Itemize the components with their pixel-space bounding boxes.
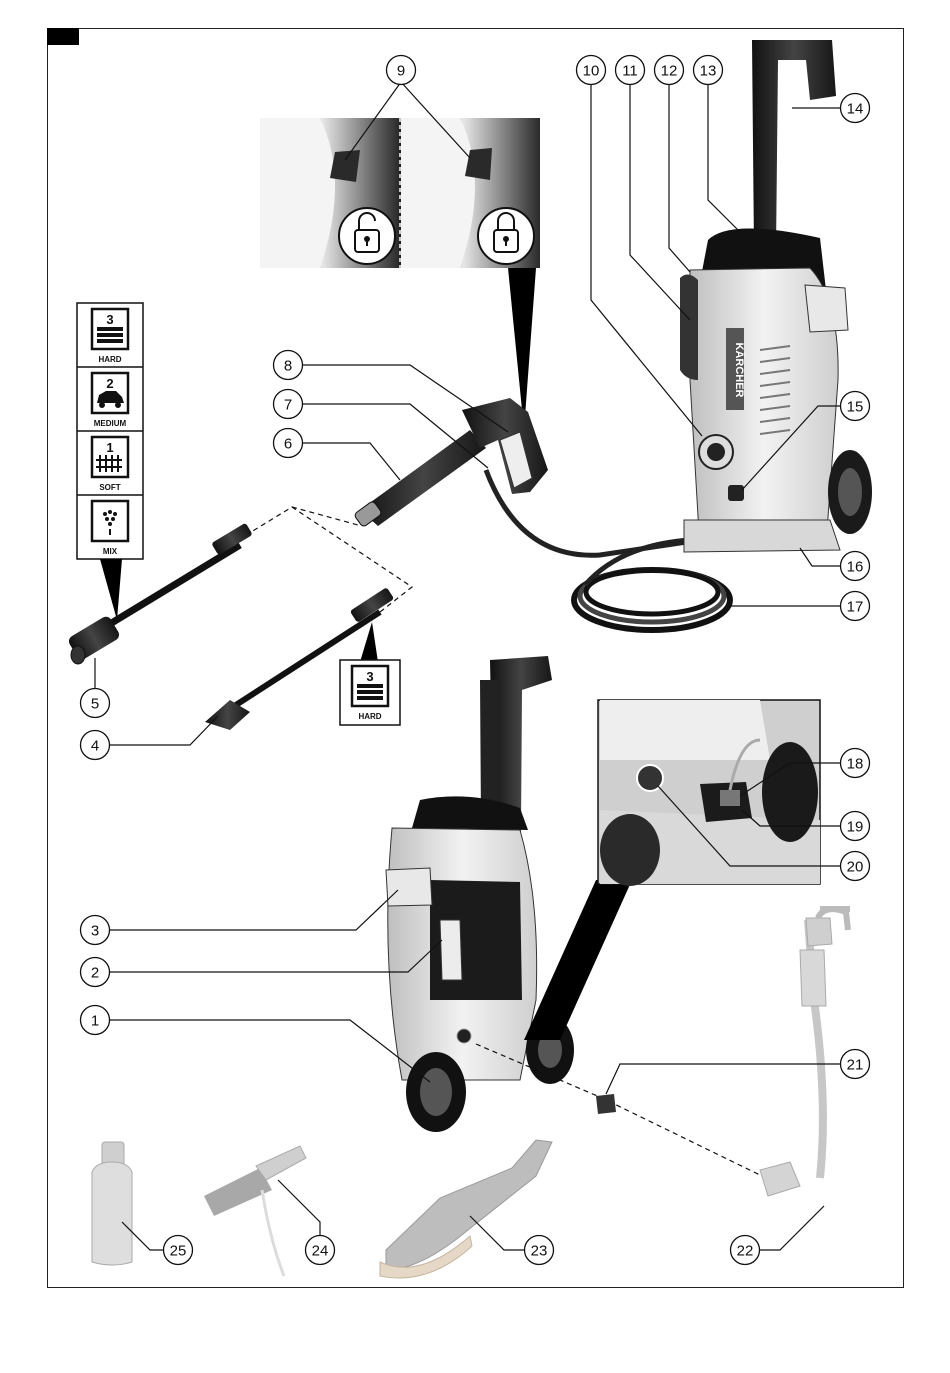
callout-18: 18 [841,749,870,778]
callout-8: 8 [274,351,303,380]
svg-text:2: 2 [91,965,99,982]
svg-text:15: 15 [847,399,864,416]
svg-text:19: 19 [847,819,864,836]
callout-11: 11 [616,56,645,85]
svg-text:9: 9 [397,63,405,80]
mode-label-mix: MIX [103,547,118,556]
callout-14: 14 [841,94,870,123]
callout-10: 10 [577,56,606,85]
svg-text:3: 3 [91,923,99,940]
callout-23: 23 [525,1236,554,1265]
callout-24: 24 [306,1236,335,1265]
callout-16: 16 [841,552,870,581]
callout-25: 25 [164,1236,193,1265]
svg-text:8: 8 [284,358,292,375]
svg-text:22: 22 [737,1243,754,1260]
spray-gun [354,398,700,555]
callout-15: 15 [841,392,870,421]
water-inlet-detail [598,700,820,886]
svg-text:20: 20 [847,859,864,876]
mode-level-soft: 1 [106,440,113,455]
svg-text:16: 16 [847,559,864,576]
power-switch [699,435,733,469]
callout-21: 21 [841,1050,870,1079]
badge-label: HARD [358,712,381,721]
high-pressure-outlet [728,485,744,501]
svg-text:23: 23 [531,1243,548,1260]
svg-text:1: 1 [91,1013,99,1030]
svg-text:21: 21 [847,1057,864,1074]
mode-label-hard: HARD [98,355,121,364]
nozzle-mode-legend: 3 2 1 HARD MEDIUM SOFT MIX [77,303,143,620]
callout-4: 4 [81,731,110,760]
callout-12: 12 [655,56,684,85]
callout-5: 5 [81,689,110,718]
mode-level-hard: 3 [106,312,113,327]
callout-7: 7 [274,390,303,419]
svg-text:6: 6 [284,436,292,453]
callout-9: 9 [387,56,416,85]
callout-6: 6 [274,429,303,458]
callout-3: 3 [81,916,110,945]
mode-label-soft: SOFT [99,483,120,492]
svg-text:18: 18 [847,756,864,773]
svg-text:25: 25 [170,1243,187,1260]
lock-detail-panels [260,118,540,430]
brick-wall-icon [357,684,383,700]
svg-text:24: 24 [312,1243,329,1260]
svg-text:13: 13 [700,63,717,80]
callout-22: 22 [731,1236,760,1265]
svg-text:17: 17 [847,599,864,616]
svg-text:5: 5 [91,696,99,713]
callout-19: 19 [841,812,870,841]
callout-2: 2 [81,958,110,987]
callout-1: 1 [81,1006,110,1035]
brand-logo: KÄRCHER [733,343,746,398]
svg-text:10: 10 [583,63,600,80]
callout-17: 17 [841,592,870,621]
mode-label-medium: MEDIUM [94,419,127,428]
svg-text:14: 14 [847,101,864,118]
svg-text:7: 7 [284,397,292,414]
lance-badge-hard: 3 HARD [340,622,400,725]
callout-13: 13 [694,56,723,85]
mode-level-medium: 2 [106,376,113,391]
brick-wall-icon [97,327,123,343]
badge-level: 3 [366,669,373,684]
svg-text:11: 11 [622,63,638,80]
svg-text:12: 12 [661,63,678,80]
svg-text:4: 4 [91,738,99,755]
callout-20: 20 [841,852,870,881]
